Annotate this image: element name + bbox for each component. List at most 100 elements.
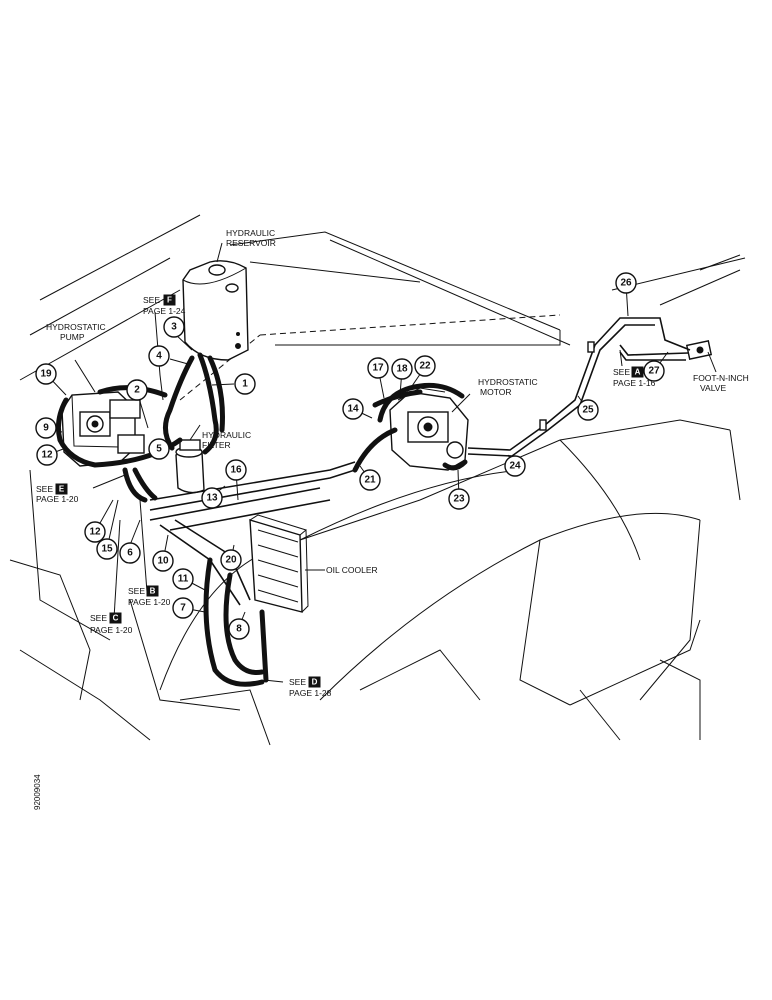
svg-text:11: 11	[178, 574, 189, 585]
label-hydrostatic-motor-2: MOTOR	[480, 387, 511, 397]
callout-11: 11	[172, 568, 194, 590]
callout-22: 22	[414, 355, 436, 377]
callout-10: 10	[152, 550, 174, 572]
callout-16: 16	[225, 459, 247, 481]
hoses-and-tubes	[56, 317, 691, 687]
reference-E-letter: E	[59, 485, 65, 494]
hydraulic-reservoir	[182, 242, 249, 361]
label-hydrostatic-motor-1: HYDROSTATIC	[478, 377, 538, 387]
reference-A: SEE A PAGE 1-16	[613, 366, 656, 388]
label-oil-cooler: OIL COOLER	[326, 565, 378, 575]
svg-text:16: 16	[230, 465, 242, 476]
svg-text:12: 12	[89, 527, 101, 538]
label-foot-n-inch-2: VALVE	[700, 383, 726, 393]
foot-n-inch-valve	[685, 340, 717, 373]
reference-C-see: SEE	[90, 613, 107, 623]
reference-D: SEE D PAGE 1-28	[289, 676, 332, 698]
callout-23: 23	[448, 488, 470, 510]
label-hydraulic-reservoir-2: RESERVOIR	[226, 238, 276, 248]
svg-text:26: 26	[620, 278, 632, 289]
reference-A-box	[631, 366, 644, 378]
reference-C: SEE C PAGE 1-20	[90, 612, 133, 635]
reference-F-page: PAGE 1-24	[143, 306, 186, 316]
reference-F-box	[163, 294, 176, 306]
reference-D-page: PAGE 1-28	[289, 688, 332, 698]
svg-text:8: 8	[236, 624, 242, 635]
reference-A-page: PAGE 1-16	[613, 378, 656, 388]
hydrostatic-pump	[61, 359, 145, 467]
reference-B-letter: B	[150, 587, 156, 596]
svg-text:13: 13	[206, 493, 218, 504]
svg-text:5: 5	[156, 444, 162, 455]
svg-text:6: 6	[127, 548, 133, 559]
svg-text:20: 20	[225, 555, 237, 566]
svg-text:9: 9	[43, 423, 49, 434]
callout-25: 25	[577, 399, 599, 421]
callout-14: 14	[342, 398, 364, 420]
svg-text:23: 23	[453, 494, 465, 505]
leader-lines	[45, 283, 669, 683]
oil-cooler	[249, 514, 325, 613]
reference-B: SEE B PAGE 1-20	[128, 585, 171, 607]
svg-text:27: 27	[648, 366, 660, 377]
machine-frame	[9, 214, 746, 746]
svg-text:17: 17	[372, 363, 384, 374]
callout-5: 5	[148, 438, 170, 460]
reference-A-letter: A	[635, 368, 641, 377]
label-foot-n-inch-1: FOOT-N-INCH	[693, 373, 749, 383]
label-hydraulic-reservoir-1: HYDRAULIC	[226, 228, 275, 238]
svg-text:7: 7	[180, 603, 186, 614]
callouts: 1 2 3 4 5 6 7 8 9 10 11 12 12 13 14 15 1…	[35, 272, 665, 640]
svg-text:25: 25	[582, 405, 594, 416]
hydraulic-filter	[175, 424, 205, 494]
callout-8: 8	[228, 618, 250, 640]
callout-12-lower: 12	[84, 521, 106, 543]
reference-B-see: SEE	[128, 586, 145, 596]
svg-text:4: 4	[156, 351, 162, 362]
svg-text:19: 19	[40, 369, 52, 380]
svg-text:21: 21	[364, 475, 376, 486]
callout-9: 9	[35, 417, 57, 439]
svg-text:22: 22	[419, 361, 431, 372]
callout-12-upper: 12	[36, 444, 58, 466]
reference-F-see: SEE	[143, 295, 160, 305]
reference-C-letter: C	[113, 614, 119, 623]
svg-text:2: 2	[134, 385, 140, 396]
callout-24: 24	[504, 455, 526, 477]
callout-18: 18	[391, 358, 413, 380]
hydrostatic-motor	[389, 387, 471, 471]
reference-F-letter: F	[167, 296, 172, 305]
reference-E-see: SEE	[36, 484, 53, 494]
reference-E-box	[55, 483, 68, 495]
reference-C-box	[109, 612, 122, 624]
callout-27: 27	[643, 360, 665, 382]
reference-D-see: SEE	[289, 677, 306, 687]
label-hydraulic-filter-1: HYDRAULIC	[202, 430, 251, 440]
reference-D-box	[308, 676, 321, 688]
callout-7: 7	[172, 597, 194, 619]
svg-text:1: 1	[242, 379, 248, 390]
figure-id: 92009034	[33, 774, 42, 810]
svg-text:3: 3	[171, 322, 177, 333]
reference-A-see: SEE	[613, 367, 630, 377]
reference-B-page: PAGE 1-20	[128, 597, 171, 607]
label-hydrostatic-pump-2: PUMP	[60, 332, 85, 342]
callout-4: 4	[148, 345, 170, 367]
callout-17: 17	[367, 357, 389, 379]
label-hydrostatic-pump-1: HYDROSTATIC	[46, 322, 106, 332]
reference-C-page: PAGE 1-20	[90, 625, 133, 635]
callout-13: 13	[201, 487, 223, 509]
svg-text:14: 14	[347, 404, 359, 415]
callout-19: 19	[35, 363, 57, 385]
reference-B-box	[146, 585, 159, 597]
reference-F: SEE F PAGE 1-24	[143, 294, 186, 316]
callout-26: 26	[615, 272, 637, 294]
reference-E: SEE E PAGE 1-20	[36, 483, 79, 504]
svg-text:15: 15	[101, 544, 113, 555]
svg-text:12: 12	[41, 450, 53, 461]
svg-text:24: 24	[509, 461, 521, 472]
callout-2: 2	[126, 379, 148, 401]
callout-21: 21	[359, 469, 381, 491]
reference-D-letter: D	[312, 678, 318, 687]
